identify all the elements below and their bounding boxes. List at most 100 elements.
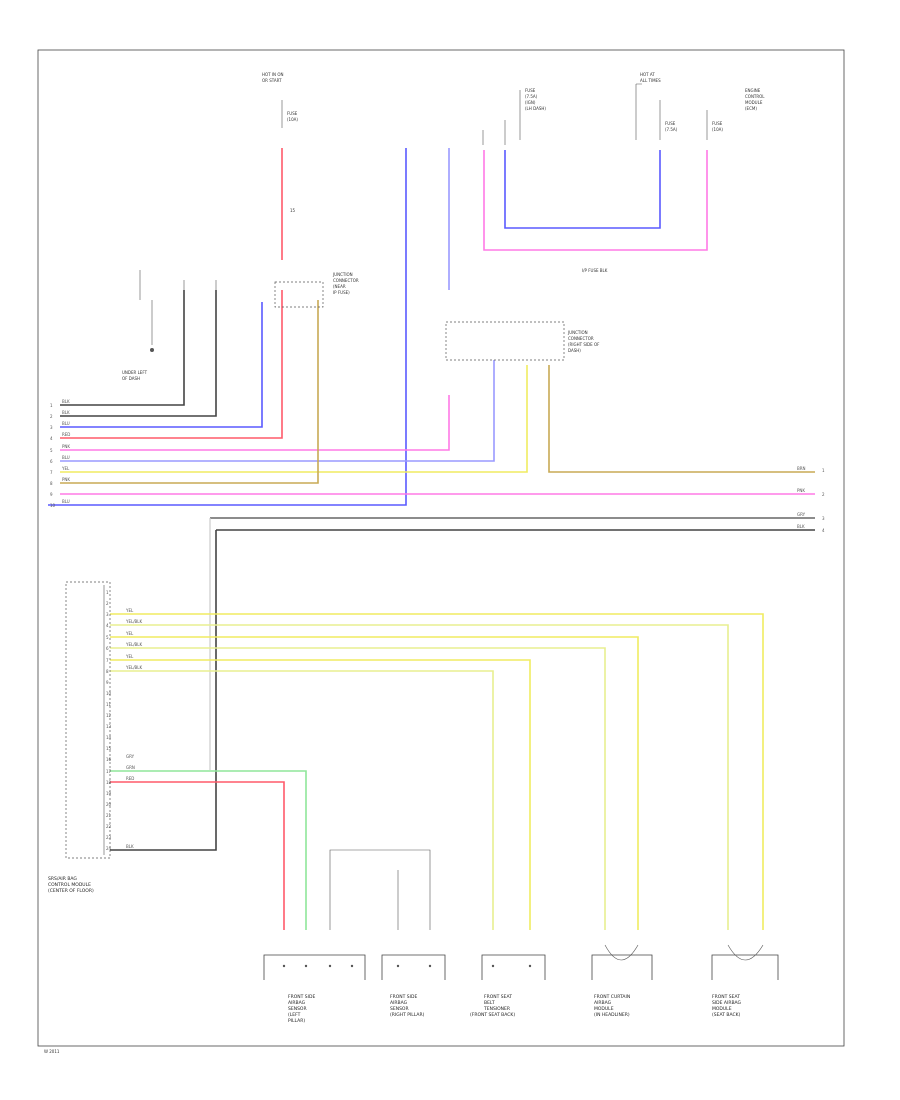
junction-2-label-c: (RIGHT SIDE OF [568, 342, 600, 347]
left-num: 7 [50, 470, 53, 475]
component-4: FRONT CURTAIN AIRBAG MODULE (IN HEADLINE… [591, 944, 653, 1018]
pin-number: 4 [106, 623, 109, 628]
footer-label: W 2011 [44, 1049, 60, 1054]
component-1-box [263, 954, 366, 980]
pin-number: 9 [106, 680, 109, 685]
wire-yellow-o4 [110, 647, 606, 930]
wire-red-out [110, 781, 285, 930]
wire-label: BLK [126, 844, 134, 849]
wire-label: BLU [62, 455, 70, 460]
fuse-d-sub3-label: (LH DASH) [525, 106, 546, 111]
right-tag: PNK [797, 488, 805, 493]
wire-label: YEL/BLK [125, 642, 143, 647]
component-1-label-a: FRONT SIDE [288, 994, 315, 1000]
ecm-label-2: CONTROL [745, 94, 765, 99]
component-5-label-b: SIDE AIRBAG [712, 1000, 742, 1006]
wire-black-1 [60, 290, 185, 406]
right-num: 2 [822, 492, 825, 497]
lower-left-lines [139, 270, 217, 345]
pin-number: 20 [106, 802, 112, 807]
hot-top-group: HOT IN ON OR START FUSE (10A) 15 [262, 72, 298, 213]
module-label-a: SRS/AIR BAG [48, 876, 77, 882]
component-2-label-c: SENSOR [390, 1006, 409, 1012]
pin-number: 16 [106, 757, 112, 762]
component-5: FRONT SEAT SIDE AIRBAG MODULE (SEAT BACK… [711, 944, 779, 1018]
fuse-a-label: FUSE [287, 111, 298, 116]
wire-yellow-o6 [110, 670, 494, 930]
ecm-label-4: (ECM) [745, 106, 757, 111]
fuse-a-sub-label: (10A) [287, 117, 298, 122]
junction-1-label-d: IP FUSE) [333, 290, 350, 295]
pin-number: 10 [106, 691, 112, 696]
wire-black-h [110, 529, 815, 851]
left-wire-labels: BLK BLK BLU RED PNK BLU YEL PNK BLU [61, 399, 70, 504]
left-num: 8 [50, 481, 53, 486]
pin-number: 14 [106, 735, 112, 740]
junction-1-label-b: CONNECTOR [333, 278, 359, 283]
ip-fuse-label: I/P FUSE BLK [582, 268, 608, 273]
component-4-label-a: FRONT CURTAIN [594, 994, 630, 1000]
left-num: 5 [50, 448, 53, 453]
wire-label: PNK [62, 477, 70, 482]
pin-number: 2 [106, 601, 109, 606]
junction-2: JUNCTION CONNECTOR (RIGHT SIDE OF DASH) [445, 321, 600, 361]
component-4-label-d: (IN HEADLINER) [594, 1012, 630, 1018]
wire-black-2 [60, 290, 217, 417]
fuse-d-label: FUSE [525, 88, 536, 93]
component-2-label-d: (RIGHT PILLAR) [390, 1012, 425, 1018]
component-4-box [591, 954, 653, 980]
component-1-pin [282, 964, 286, 968]
component-5-squib [727, 944, 764, 961]
fuse-b-sub-label: (7.5A) [665, 127, 678, 132]
srs-module-box [65, 581, 111, 859]
wire-label: RED [62, 432, 70, 437]
pin-number: 17 [106, 769, 112, 774]
ecm-label-3: MODULE [745, 100, 763, 105]
pin-number: 12 [106, 713, 112, 718]
pin-number: 6 [106, 646, 109, 651]
right-tag: BRN [797, 466, 806, 471]
fuse-c-label: FUSE [712, 121, 723, 126]
wire-green [110, 770, 307, 930]
fuse-c-sub-label: (10A) [712, 127, 723, 132]
component-1-label-e: PILLAR) [288, 1018, 305, 1024]
component-2-label-a: FRONT SIDE [390, 994, 417, 1000]
pin-number: 19 [106, 791, 112, 796]
module-pin-numbers: 1 2 3 4 5 6 7 8 9 10 11 12 13 14 15 16 1… [106, 590, 112, 851]
lower-left-ground: UNDER LEFT OF DASH [122, 270, 217, 381]
wire-label: YEL/BLK [125, 665, 143, 670]
wire-label: GRN [126, 765, 135, 770]
component-3-label-d: (FRONT SEAT BACK) [470, 1012, 515, 1018]
left-num: 3 [50, 425, 53, 430]
component-1-label-b: AIRBAG [288, 1000, 306, 1006]
wire-yellow-o2 [110, 624, 729, 930]
right-tag: BLK [797, 524, 805, 529]
component-5-label-c: MODULE [712, 1006, 732, 1012]
left-num: 4 [50, 436, 53, 441]
component-1: FRONT SIDE AIRBAG SENSOR (LEFT PILLAR) [263, 954, 366, 1024]
ground-dot [150, 348, 154, 352]
wire-yellow-o3 [110, 636, 639, 930]
module-wire-labels: YEL YEL/BLK YEL YEL/BLK YEL YEL/BLK GRY … [125, 608, 143, 849]
component-5-label-d: (SEAT BACK) [712, 1012, 741, 1018]
component-3-label-c: TENSIONER [483, 1006, 510, 1012]
pin-number: 22 [106, 824, 112, 829]
fuse-d-sub2-label: (IGN) [525, 100, 536, 105]
component-2: FRONT SIDE AIRBAG SENSOR (RIGHT PILLAR) [329, 849, 446, 1018]
wire-tan-v1 [60, 300, 319, 484]
fuse-d-sub-label: (7.5A) [525, 94, 538, 99]
hot-right-group: HOT AT ALL TIMES FUSE (7.5A) FUSE (10A) … [635, 72, 765, 140]
wire-yellow-o1 [110, 613, 764, 930]
fuse-number-label: 15 [290, 208, 296, 213]
fuse-b-label: FUSE [665, 121, 676, 126]
left-num: 9 [50, 492, 53, 497]
wire-tan-h2 [548, 365, 815, 473]
component-1-pin [350, 964, 354, 968]
wire-blue-loop [504, 150, 661, 229]
component-3-pin [491, 964, 495, 968]
component-3-pin [528, 964, 532, 968]
wire-label: BLU [62, 421, 70, 426]
junction-1-box [274, 281, 324, 308]
pin-number: 15 [106, 746, 112, 751]
